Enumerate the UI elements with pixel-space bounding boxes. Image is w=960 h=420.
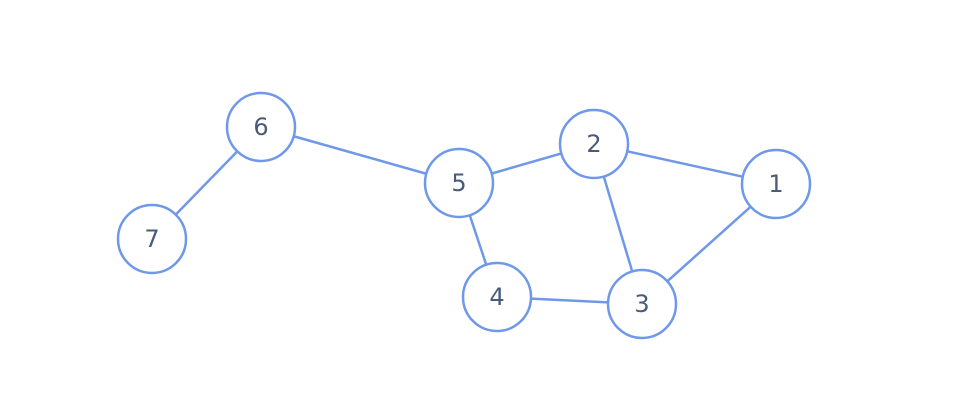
node-circle bbox=[558, 108, 630, 180]
node-1: 1 bbox=[740, 148, 812, 220]
node-circle bbox=[461, 261, 533, 333]
node-circle bbox=[225, 91, 297, 163]
edge-4-3 bbox=[529, 297, 610, 304]
node-circle bbox=[606, 268, 678, 340]
node-label: 4 bbox=[489, 283, 504, 311]
node-label: 3 bbox=[634, 290, 649, 318]
node-label: 5 bbox=[451, 169, 466, 197]
edge-3-1 bbox=[666, 205, 752, 283]
edge-5-4 bbox=[468, 214, 488, 266]
nodes-layer: 1 2 3 4 5 6 7 bbox=[116, 91, 812, 340]
node-4: 4 bbox=[461, 261, 533, 333]
node-label: 2 bbox=[586, 130, 601, 158]
node-circle bbox=[423, 147, 495, 219]
node-3: 3 bbox=[606, 268, 678, 340]
edge-5-2 bbox=[490, 152, 563, 175]
node-5: 5 bbox=[423, 147, 495, 219]
edge-7-6 bbox=[174, 150, 239, 216]
node-circle bbox=[116, 203, 188, 275]
node-label: 7 bbox=[144, 225, 159, 253]
edge-6-5 bbox=[292, 135, 428, 175]
edge-2-3 bbox=[602, 175, 634, 273]
node-label: 6 bbox=[253, 113, 268, 141]
edges-layer bbox=[174, 135, 752, 304]
node-7: 7 bbox=[116, 203, 188, 275]
node-circle bbox=[740, 148, 812, 220]
node-6: 6 bbox=[225, 91, 297, 163]
node-2: 2 bbox=[558, 108, 630, 180]
node-label: 1 bbox=[768, 170, 783, 198]
edge-2-1 bbox=[625, 150, 745, 178]
